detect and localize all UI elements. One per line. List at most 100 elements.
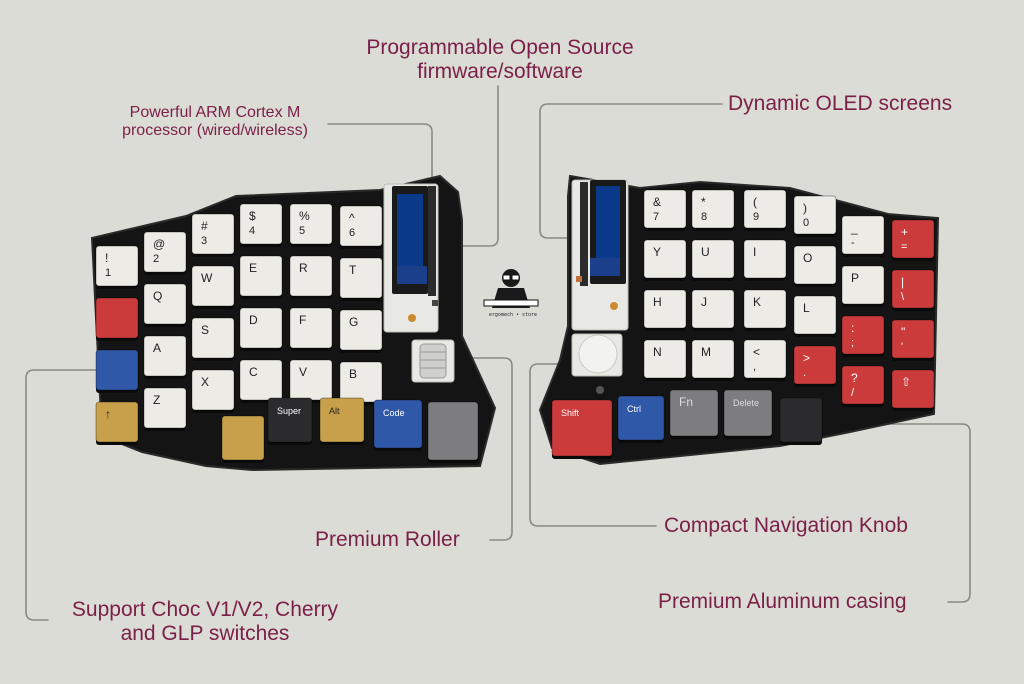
left-key-r0-c2: #3 [191, 213, 235, 257]
left-key-r1-c4: R [289, 255, 333, 299]
left-key-r1-c2: W [191, 265, 235, 309]
left-thumb-key-0 [221, 415, 265, 463]
right-thumb-key-4 [779, 397, 823, 445]
left-key-r1-c1: Q [143, 283, 187, 327]
premium-roller [411, 339, 455, 383]
right-key-r3-c1-legend: M [701, 345, 711, 359]
right-key-r3-c3-sub-legend: . [803, 367, 806, 379]
callout-knob: Compact Navigation Knob [664, 514, 908, 537]
right-key-r1-c3-legend: O [803, 251, 812, 265]
right-key-r1-c4-legend: P [851, 271, 859, 285]
left-key-r2-c5-legend: G [349, 315, 358, 329]
leader-line-switches [25, 369, 125, 621]
right-key-r0-c2-sub-legend: 9 [753, 211, 759, 223]
right-key-r1-c1-legend: U [701, 245, 710, 259]
right-key-r3-c4: ?/ [841, 365, 885, 407]
callout-firmware: Programmable Open Source firmware/softwa… [300, 36, 700, 83]
right-key-r2-c4-sub-legend: ; [851, 337, 854, 349]
callout-casing: Premium Aluminum casing [658, 590, 907, 613]
left-key-r0-c3-legend: $ [249, 209, 256, 223]
right-thumb-key-3: Delete [723, 389, 773, 439]
right-key-r2-c2: K [743, 289, 787, 331]
left-key-r1-c3-legend: E [249, 261, 257, 275]
right-key-r0-c2-legend: ( [753, 195, 757, 209]
left-key-r0-c5-sub-legend: 6 [349, 227, 355, 239]
left-key-r0-c0-sub-legend: 1 [105, 267, 111, 279]
left-key-r3-c2-legend: X [201, 375, 209, 389]
right-key-r1-c0: Y [643, 239, 687, 281]
right-key-r2-c5: "' [891, 319, 935, 361]
left-thumb-key-1-legend: Super [277, 406, 301, 416]
right-key-r0-c5-sub-legend: = [901, 241, 907, 253]
right-thumb-key-0: Shift [551, 399, 613, 459]
right-key-r2-c3: L [793, 295, 837, 337]
callout-processor-line-2: processor (wired/wireless) [122, 121, 308, 139]
callout-switches-line-2: and GLP switches [120, 621, 290, 645]
left-key-r2-c3-legend: D [249, 313, 258, 327]
left-key-r3-c0: ↑ [95, 401, 139, 445]
right-key-r3-c3-legend: > [803, 351, 810, 365]
right-key-r0-c4-sub-legend: - [851, 237, 855, 249]
leader-line-knob [529, 363, 657, 527]
callout-processor-line-1: Powerful ARM Cortex M [129, 104, 301, 121]
right-key-r3-c5-legend: ⇧ [901, 375, 911, 389]
left-key-r0-c1-sub-legend: 2 [153, 253, 159, 265]
left-key-r0-c3-sub-legend: 4 [249, 225, 255, 237]
left-key-r0-c0-legend: ! [105, 251, 108, 265]
leader-line-processor [327, 123, 433, 201]
left-thumb-key-2-legend: Alt [329, 406, 340, 416]
left-key-r2-c0 [95, 349, 139, 393]
callout-firmware-line-2: firmware/software [417, 59, 583, 83]
navigation-knob [571, 333, 623, 394]
right-key-r1-c2: I [743, 239, 787, 281]
left-key-r0-c4-legend: % [299, 209, 310, 223]
right-key-r0-c4: _- [841, 215, 885, 257]
right-key-r3-c2-sub-legend: , [753, 361, 756, 373]
right-key-r2-c4-legend: : [851, 321, 854, 335]
left-key-r3-c2: X [191, 369, 235, 413]
right-key-r0-c5: += [891, 219, 935, 261]
right-key-r2-c4: :; [841, 315, 885, 357]
right-key-r1-c4: P [841, 265, 885, 307]
right-key-r3-c4-sub-legend: / [851, 387, 855, 399]
right-key-r2-c5-sub-legend: ' [901, 341, 903, 353]
leader-line-firmware [439, 85, 499, 247]
left-key-r3-c1: Z [143, 387, 187, 431]
right-key-r0-c1: *8 [691, 189, 735, 231]
right-key-r3-c2: <, [743, 339, 787, 381]
left-controller-board [383, 183, 439, 333]
left-thumb-key-2: Alt [319, 397, 365, 445]
right-key-r1-c5-legend: | [901, 275, 904, 289]
right-key-r3-c0-legend: N [653, 345, 662, 359]
left-key-r0-c2-sub-legend: 3 [201, 235, 207, 247]
right-thumb-key-1: Ctrl [617, 395, 665, 443]
left-key-r3-c1-legend: Z [153, 393, 160, 407]
right-key-r2-c5-legend: " [901, 325, 905, 339]
callout-roller: Premium Roller [315, 528, 460, 551]
right-key-r3-c3: >. [793, 345, 837, 387]
right-key-r1-c5: |\ [891, 269, 935, 311]
right-key-r3-c1: M [691, 339, 735, 381]
right-key-r2-c3-legend: L [803, 301, 810, 315]
right-key-r0-c3: )0 [793, 195, 837, 237]
leader-line-oled [539, 103, 723, 239]
left-key-r0-c3: $4 [239, 203, 283, 247]
left-key-r0-c2-legend: # [201, 219, 208, 233]
left-key-r2-c4-legend: F [299, 313, 306, 327]
right-key-r1-c3: O [793, 245, 837, 287]
left-key-r1-c2-legend: W [201, 271, 213, 285]
right-key-r1-c1: U [691, 239, 735, 281]
callout-firmware-line-1: Programmable Open Source [366, 36, 634, 59]
left-key-r1-c1-legend: Q [153, 289, 162, 303]
left-key-r0-c5-legend: ^ [349, 211, 355, 225]
callout-switches: Support Choc V1/V2, Cherry and GLP switc… [40, 598, 370, 645]
right-key-r1-c2-legend: I [753, 245, 756, 259]
right-key-r0-c0-sub-legend: 7 [653, 211, 659, 223]
left-key-r2-c1: A [143, 335, 187, 379]
right-key-r0-c1-sub-legend: 8 [701, 211, 707, 223]
